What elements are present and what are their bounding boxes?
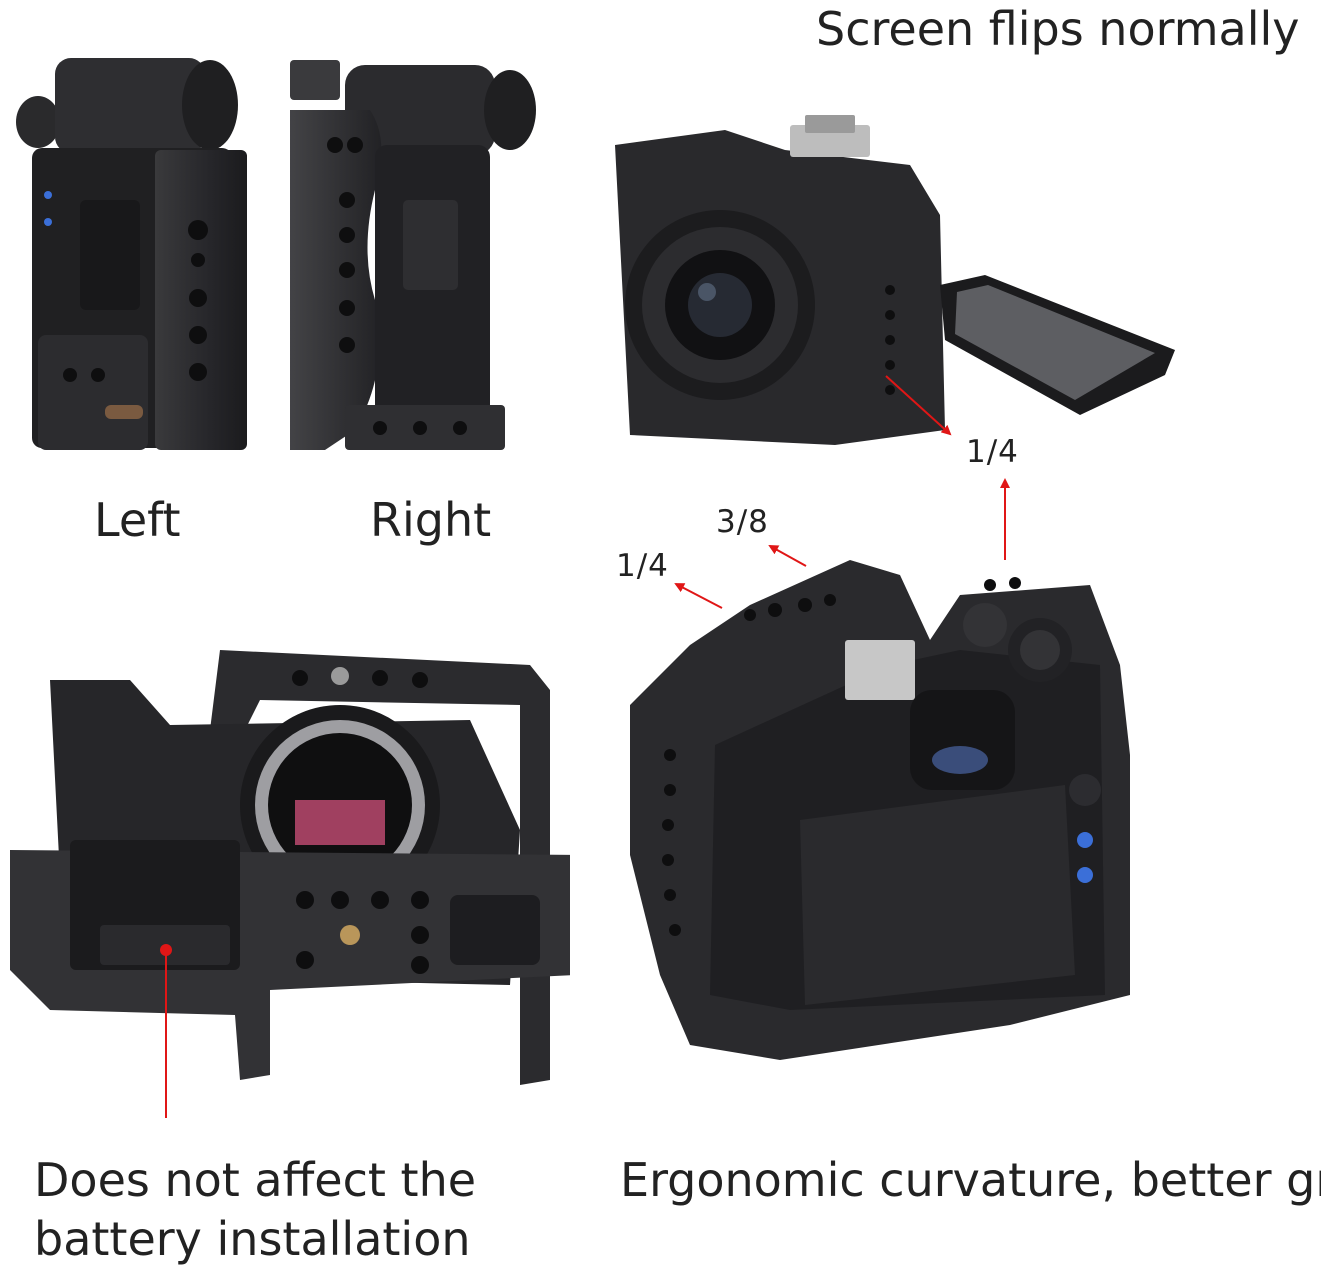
camera-flip-screen-illustration bbox=[615, 115, 1175, 445]
camera-battery-illustration bbox=[10, 650, 570, 1085]
camera-grip-illustration bbox=[630, 560, 1130, 1060]
caption-right: Right bbox=[370, 493, 492, 547]
battery-leader-line bbox=[165, 950, 167, 1118]
callout-quarter-top: 1/4 bbox=[966, 434, 1019, 470]
arrow-to-three-eighths bbox=[768, 545, 807, 567]
caption-grip: Ergonomic curvature, better grip bbox=[620, 1153, 1321, 1207]
arrow-to-screen-hole bbox=[885, 375, 952, 436]
photo-left-side bbox=[10, 50, 275, 460]
camera-cage-left-illustration bbox=[16, 58, 247, 450]
caption-battery-line1: Does not affect the bbox=[34, 1153, 477, 1207]
arrow-to-quarter-left bbox=[674, 583, 723, 609]
photo-battery-view bbox=[10, 630, 570, 1118]
photo-right-side bbox=[285, 50, 550, 460]
photo-grip-view bbox=[630, 555, 1135, 1070]
caption-left: Left bbox=[94, 493, 181, 547]
callout-quarter-left: 1/4 bbox=[616, 548, 669, 584]
caption-screen-flips: Screen flips normally bbox=[816, 2, 1300, 56]
camera-cage-right-illustration bbox=[290, 60, 536, 450]
callout-three-eighths: 3/8 bbox=[716, 504, 769, 540]
caption-battery-line2: battery installation bbox=[34, 1212, 471, 1266]
photo-screen-flip bbox=[605, 110, 1180, 455]
